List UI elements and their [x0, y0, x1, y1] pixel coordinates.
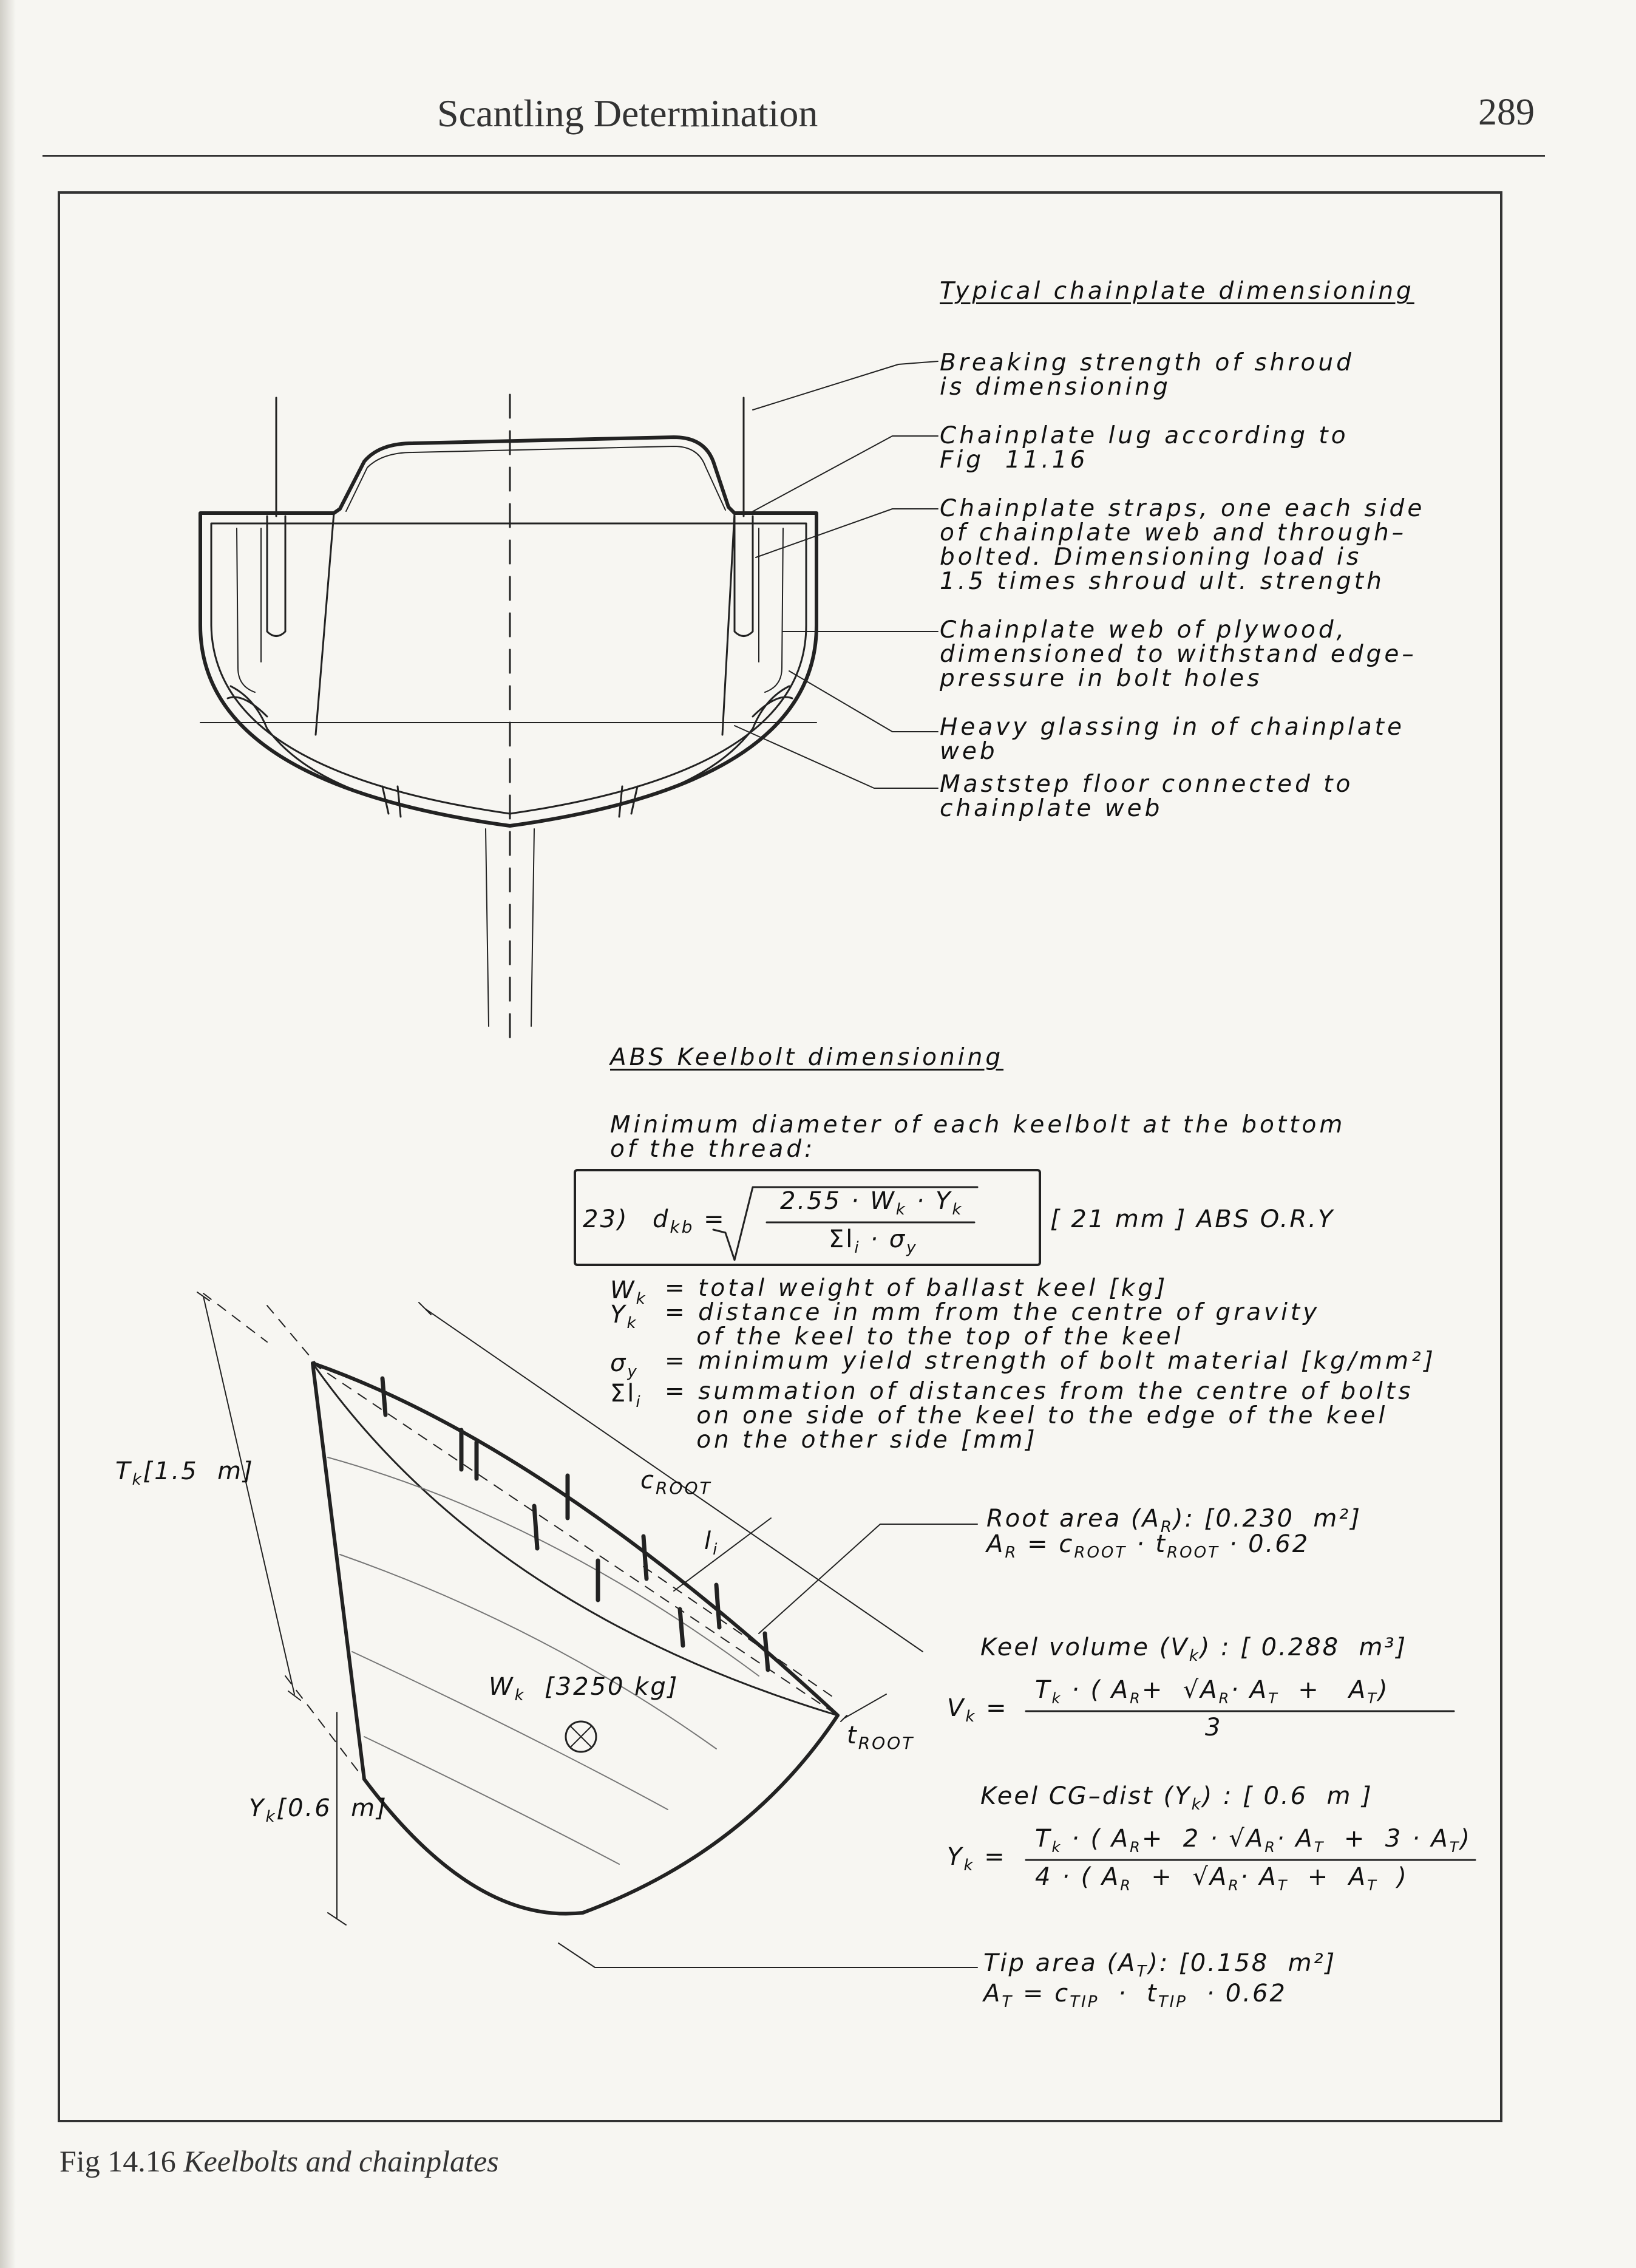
def-text-sigma: = minimum yield strength of bolt materia…	[665, 1347, 1436, 1375]
chainplate-web-left	[236, 528, 262, 693]
def-symbol-yk: Yk	[610, 1301, 638, 1332]
keelbolt-intro: Minimum diameter of each keelbolt at the…	[610, 1111, 1346, 1163]
keel-dashed-guides	[203, 1293, 838, 1780]
def-symbol-sum: Σli	[610, 1380, 642, 1411]
note-web: Chainplate web of plywood, dimensioned t…	[940, 616, 1417, 692]
cabin-bulkhead	[314, 512, 736, 736]
yk-dimension	[327, 1712, 347, 1926]
wk-centre-of-gravity	[565, 1720, 597, 1753]
root-area-title: Root area (AR): [0.230 m²]	[986, 1505, 1362, 1536]
note-maststep: Maststep floor connected to chainplate w…	[940, 771, 1354, 822]
chainplate-strap-left	[266, 515, 287, 637]
equation-numerator: 2.55 · Wk · Yk	[780, 1187, 963, 1219]
yk-label: Yk[0.6 m]	[249, 1794, 388, 1826]
equation-lhs: dkb =	[653, 1205, 726, 1237]
li-dimension	[673, 1517, 772, 1592]
wk-label: Wk [3250 kg]	[489, 1673, 679, 1704]
keel-stub	[485, 828, 535, 1027]
keel-volume-lhs: Vk =	[947, 1694, 1008, 1726]
equation-number: 23)	[583, 1205, 629, 1233]
keel-cg-lhs: Yk =	[947, 1843, 1006, 1875]
croot-label: cROOT	[640, 1466, 712, 1498]
equation-box	[574, 1169, 1041, 1266]
equation-denominator: Σli · σy	[829, 1225, 918, 1257]
keel-drawing	[197, 1292, 923, 1926]
note-lug: Chainplate lug according to Fig 11.16	[940, 422, 1349, 474]
keel-volume-denominator: 3	[1205, 1714, 1223, 1742]
cabin-top-inner	[345, 446, 726, 512]
chainplate-heading: Typical chainplate dimensioning	[940, 278, 1414, 305]
li-label: li	[704, 1527, 719, 1559]
def-symbol-sigma: σy	[610, 1349, 639, 1381]
troot-dimension	[840, 1694, 887, 1722]
header-rule	[42, 155, 1545, 157]
keel-cg-title: Keel CG–dist (Yk) : [ 0.6 m ]	[980, 1782, 1373, 1814]
root-area-formula: AR = cROOT · tROOT · 0.62	[986, 1530, 1310, 1562]
hull-inner-shell	[210, 522, 807, 815]
def-text-yk: = distance in mm from the centre of grav…	[665, 1299, 1320, 1350]
keel-root-line	[311, 1362, 839, 1717]
def-symbol-wk: Wk	[610, 1276, 647, 1308]
tk-dimension	[197, 1292, 301, 1701]
keel-leaders	[558, 1524, 978, 1968]
maststep-floor	[381, 785, 639, 818]
keel-cg-numerator: Tk · ( AR+ 2 · √AR· AT + 3 · AT)	[1035, 1825, 1472, 1856]
keelbolt-heading: ABS Keelbolt dimensioning	[610, 1044, 1004, 1071]
glassing-right	[630, 685, 793, 803]
page-number: 289	[1478, 92, 1535, 133]
keel-outline	[311, 1361, 840, 1916]
def-text-sum: = summation of distances from the centre…	[665, 1378, 1414, 1454]
hull-outer-shell	[199, 435, 818, 828]
keel-volume-title: Keel volume (Vk) : [ 0.288 m³]	[980, 1633, 1408, 1665]
keel-volume-numerator: Tk · ( AR+ √AR· AT + AT)	[1035, 1676, 1390, 1707]
equation-result: [ 21 mm ] ABS O.R.Y	[1050, 1205, 1335, 1233]
note-shroud: Breaking strength of shroud is dimension…	[940, 349, 1354, 401]
chainplate-strap-right	[733, 515, 754, 637]
note-straps: Chainplate straps, one each side of chai…	[940, 495, 1425, 595]
def-text-wk: = total weight of ballast keel [kg]	[665, 1275, 1169, 1302]
chainplate-web-right	[758, 528, 784, 693]
figure-frame	[58, 191, 1502, 2122]
equation-sqrt	[712, 1186, 979, 1261]
chainplate-leaders	[734, 361, 938, 789]
page-edge-shadow	[0, 0, 16, 2268]
hull-section	[199, 393, 818, 1046]
tk-label: Tk[1.5 m]	[115, 1457, 254, 1489]
croot-dimension	[418, 1302, 923, 1652]
tip-area-formula: AT = cTIP · tTIP · 0.62	[983, 1980, 1287, 2011]
figure-caption: Fig 14.16 Keelbolts and chainplates	[59, 2144, 499, 2178]
formula-fraction-bars	[1025, 1710, 1476, 1861]
troot-label: tROOT	[847, 1721, 915, 1753]
note-glassing: Heavy glassing in of chainplate web	[940, 713, 1405, 765]
wk-cross	[570, 1726, 592, 1748]
running-head: Scantling Determination	[437, 92, 818, 135]
keel-cg-denominator: 4 · ( AR + √AR· AT + AT )	[1035, 1863, 1408, 1894]
tip-area-title: Tip area (AT): [0.158 m²]	[983, 1949, 1337, 1981]
keelbolts	[380, 1376, 770, 1672]
keel-waterlines	[327, 1457, 759, 1865]
glassing-left	[226, 685, 390, 803]
